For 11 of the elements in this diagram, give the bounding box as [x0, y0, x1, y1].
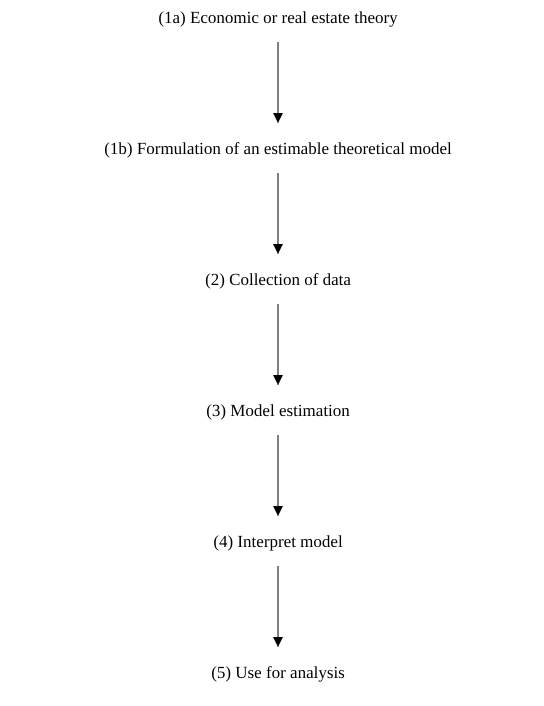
- step-label: (1a) Economic or real estate theory: [158, 8, 398, 28]
- step-label: (3) Model estimation: [206, 401, 350, 421]
- arrow: [273, 566, 283, 648]
- arrow: [273, 304, 283, 386]
- arrow: [273, 434, 283, 516]
- step-label: (1b) Formulation of an estimable theoretical model: [104, 139, 452, 159]
- step-label: (2) Collection of data: [205, 270, 351, 290]
- step-label: (4) Interpret model: [213, 532, 343, 552]
- step-label: (5) Use for analysis: [211, 663, 345, 683]
- arrow: [273, 42, 283, 124]
- arrow: [273, 172, 283, 254]
